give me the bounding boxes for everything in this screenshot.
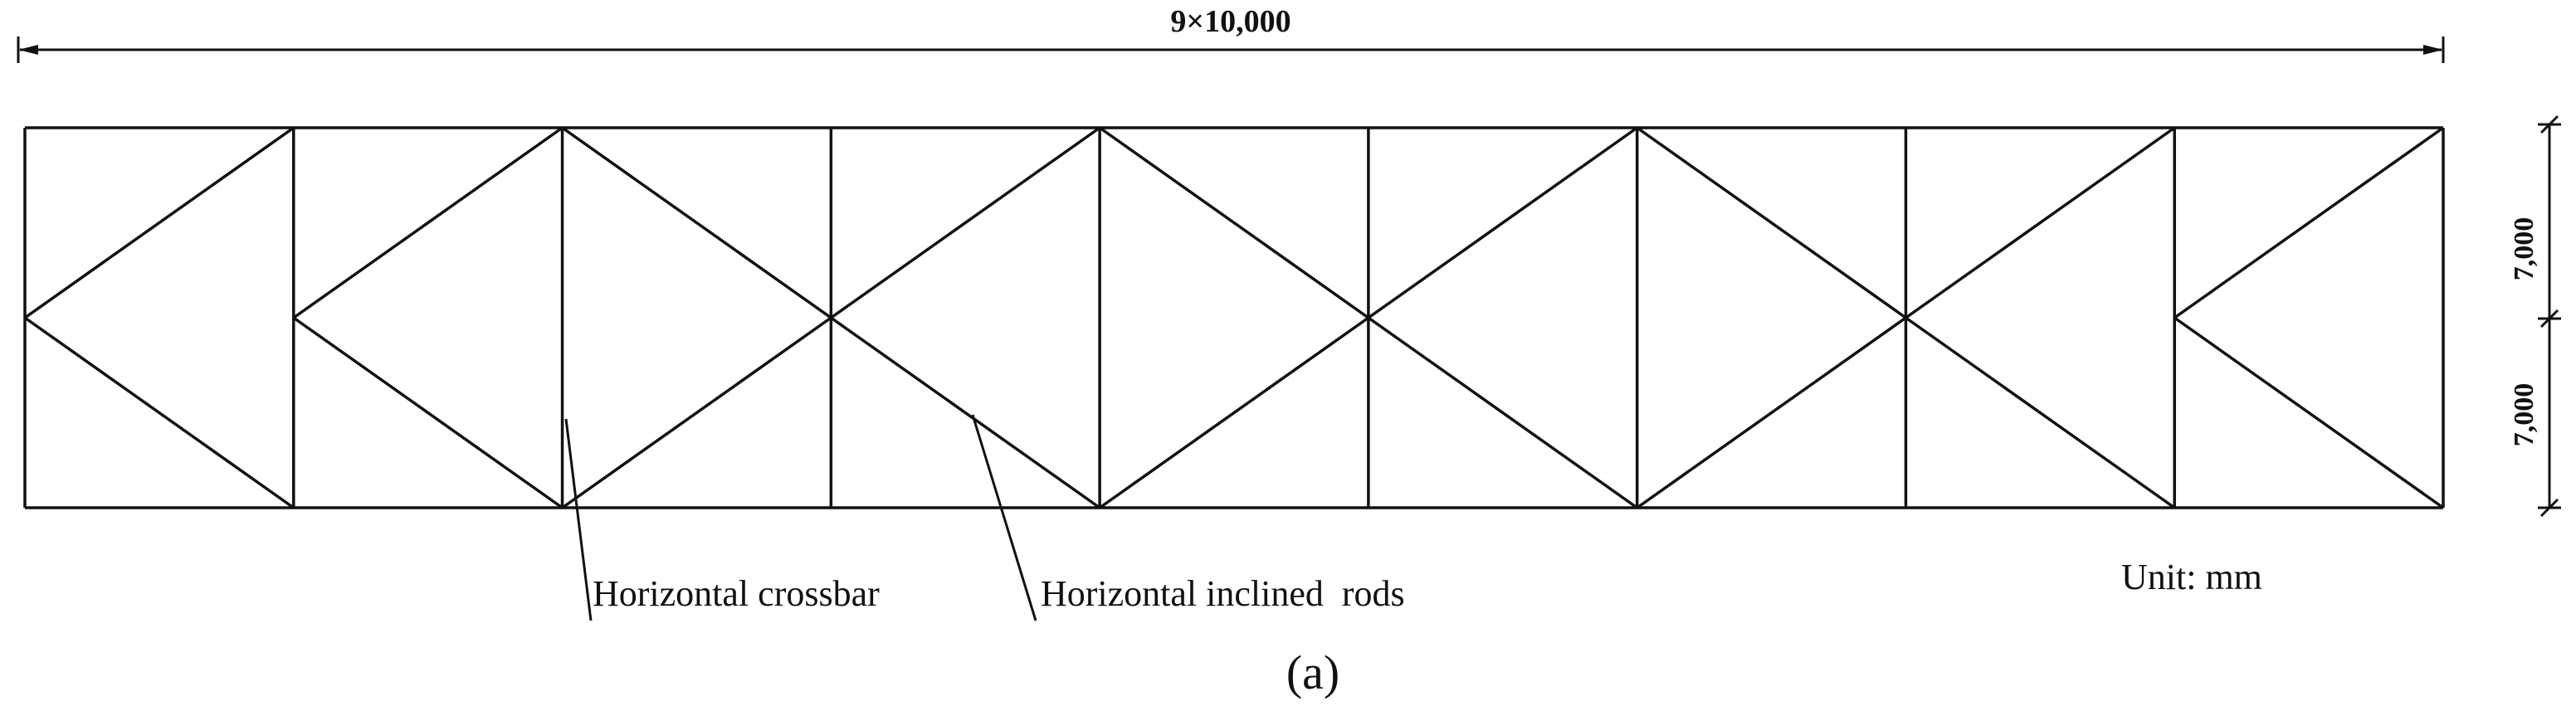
horizontal-inclined-rod bbox=[830, 316, 1101, 509]
horizontal-inclined-rod bbox=[561, 316, 832, 509]
height-slash-bottom bbox=[2539, 498, 2559, 518]
horizontal-inclined-rod bbox=[1367, 316, 1638, 509]
horizontal-inclined-rod bbox=[1905, 316, 2176, 509]
horizontal-inclined-rod bbox=[2174, 126, 2445, 319]
upper-height-label: 7,000 bbox=[2509, 217, 2539, 281]
overall-width-dimension: 9×10,000 bbox=[17, 4, 2445, 63]
horizontal-inclined-rod bbox=[561, 126, 832, 319]
figure-caption: (a) bbox=[1286, 645, 1339, 699]
horizontal-inclined-rod bbox=[1636, 316, 1907, 509]
truss-members bbox=[23, 126, 2445, 509]
horizontal-inclined-rod bbox=[1367, 126, 1638, 319]
horizontal-inclined-rod bbox=[1905, 126, 2176, 319]
horizontal-inclined-rod bbox=[1099, 316, 1369, 509]
crossbar-leader-line bbox=[564, 418, 593, 621]
horizontal-inclined-rod bbox=[1099, 126, 1369, 319]
height-slash-middle bbox=[2539, 309, 2559, 329]
horizontal-inclined-rod bbox=[292, 316, 564, 509]
unit-label: Unit: mm bbox=[2121, 557, 2262, 597]
overall-width-label: 9×10,000 bbox=[1170, 4, 1290, 39]
horizontal-inclined-rod bbox=[23, 316, 295, 509]
horizontal-inclined-rods-label: Horizontal inclined rods bbox=[1041, 573, 1405, 614]
horizontal-inclined-rod bbox=[830, 126, 1101, 319]
horizontal-inclined-rod bbox=[23, 126, 295, 319]
lower-height-label: 7,000 bbox=[2509, 383, 2539, 447]
horizontal-inclined-rod bbox=[292, 126, 564, 319]
horizontal-inclined-rod bbox=[1636, 126, 1907, 319]
height-dimensions: 7,000 7,000 bbox=[2509, 114, 2561, 518]
inclined-rods-leader-line bbox=[971, 414, 1037, 621]
horizontal-inclined-rod bbox=[2174, 316, 2445, 509]
horizontal-crossbar-label: Horizontal crossbar bbox=[593, 573, 880, 614]
height-slash-top bbox=[2539, 114, 2559, 134]
